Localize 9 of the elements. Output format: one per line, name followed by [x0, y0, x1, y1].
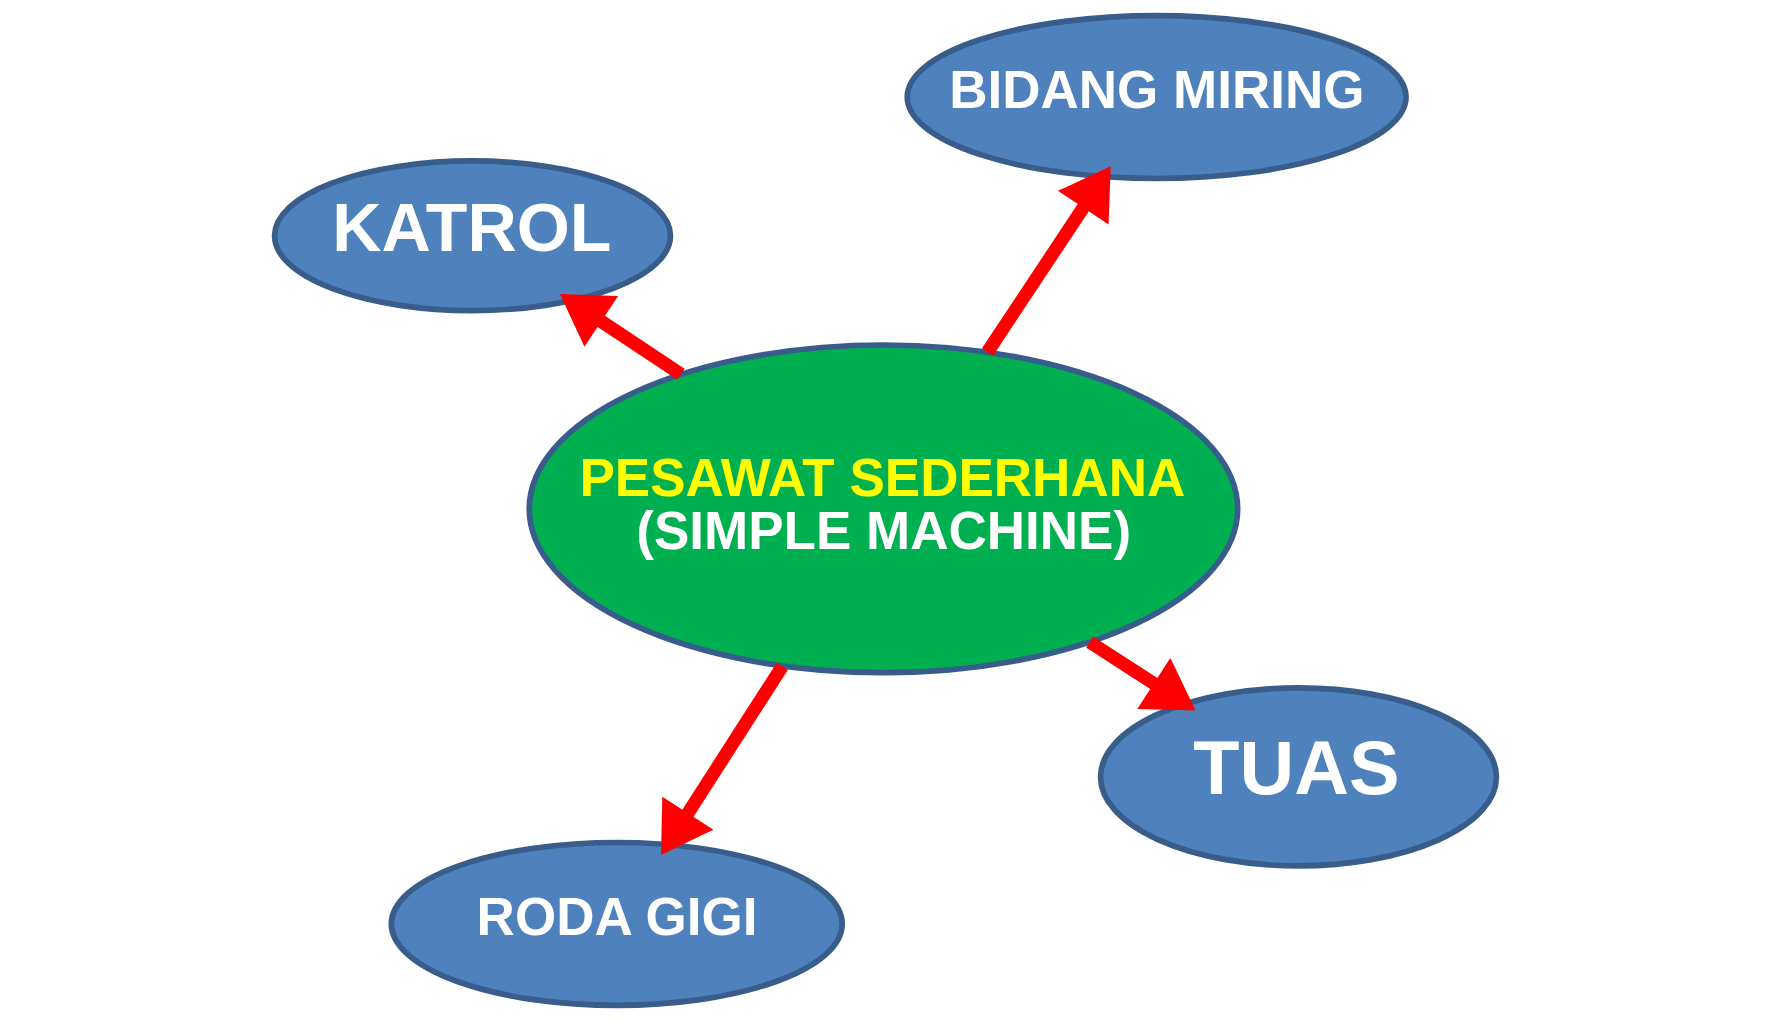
- node-ellipse: TUAS: [1097, 685, 1500, 869]
- arrow: [559, 293, 685, 380]
- arrow: [661, 662, 788, 856]
- node-ellipse: RODA GIGI: [388, 839, 846, 1009]
- node-ellipse: PESAWAT SEDERHANA (SIMPLE MACHINE): [526, 342, 1241, 676]
- arrow: [982, 166, 1111, 356]
- node-ellipse: KATROL: [271, 158, 674, 314]
- node-ellipse: BIDANG MIRING: [904, 12, 1409, 182]
- arrow: [1086, 636, 1196, 711]
